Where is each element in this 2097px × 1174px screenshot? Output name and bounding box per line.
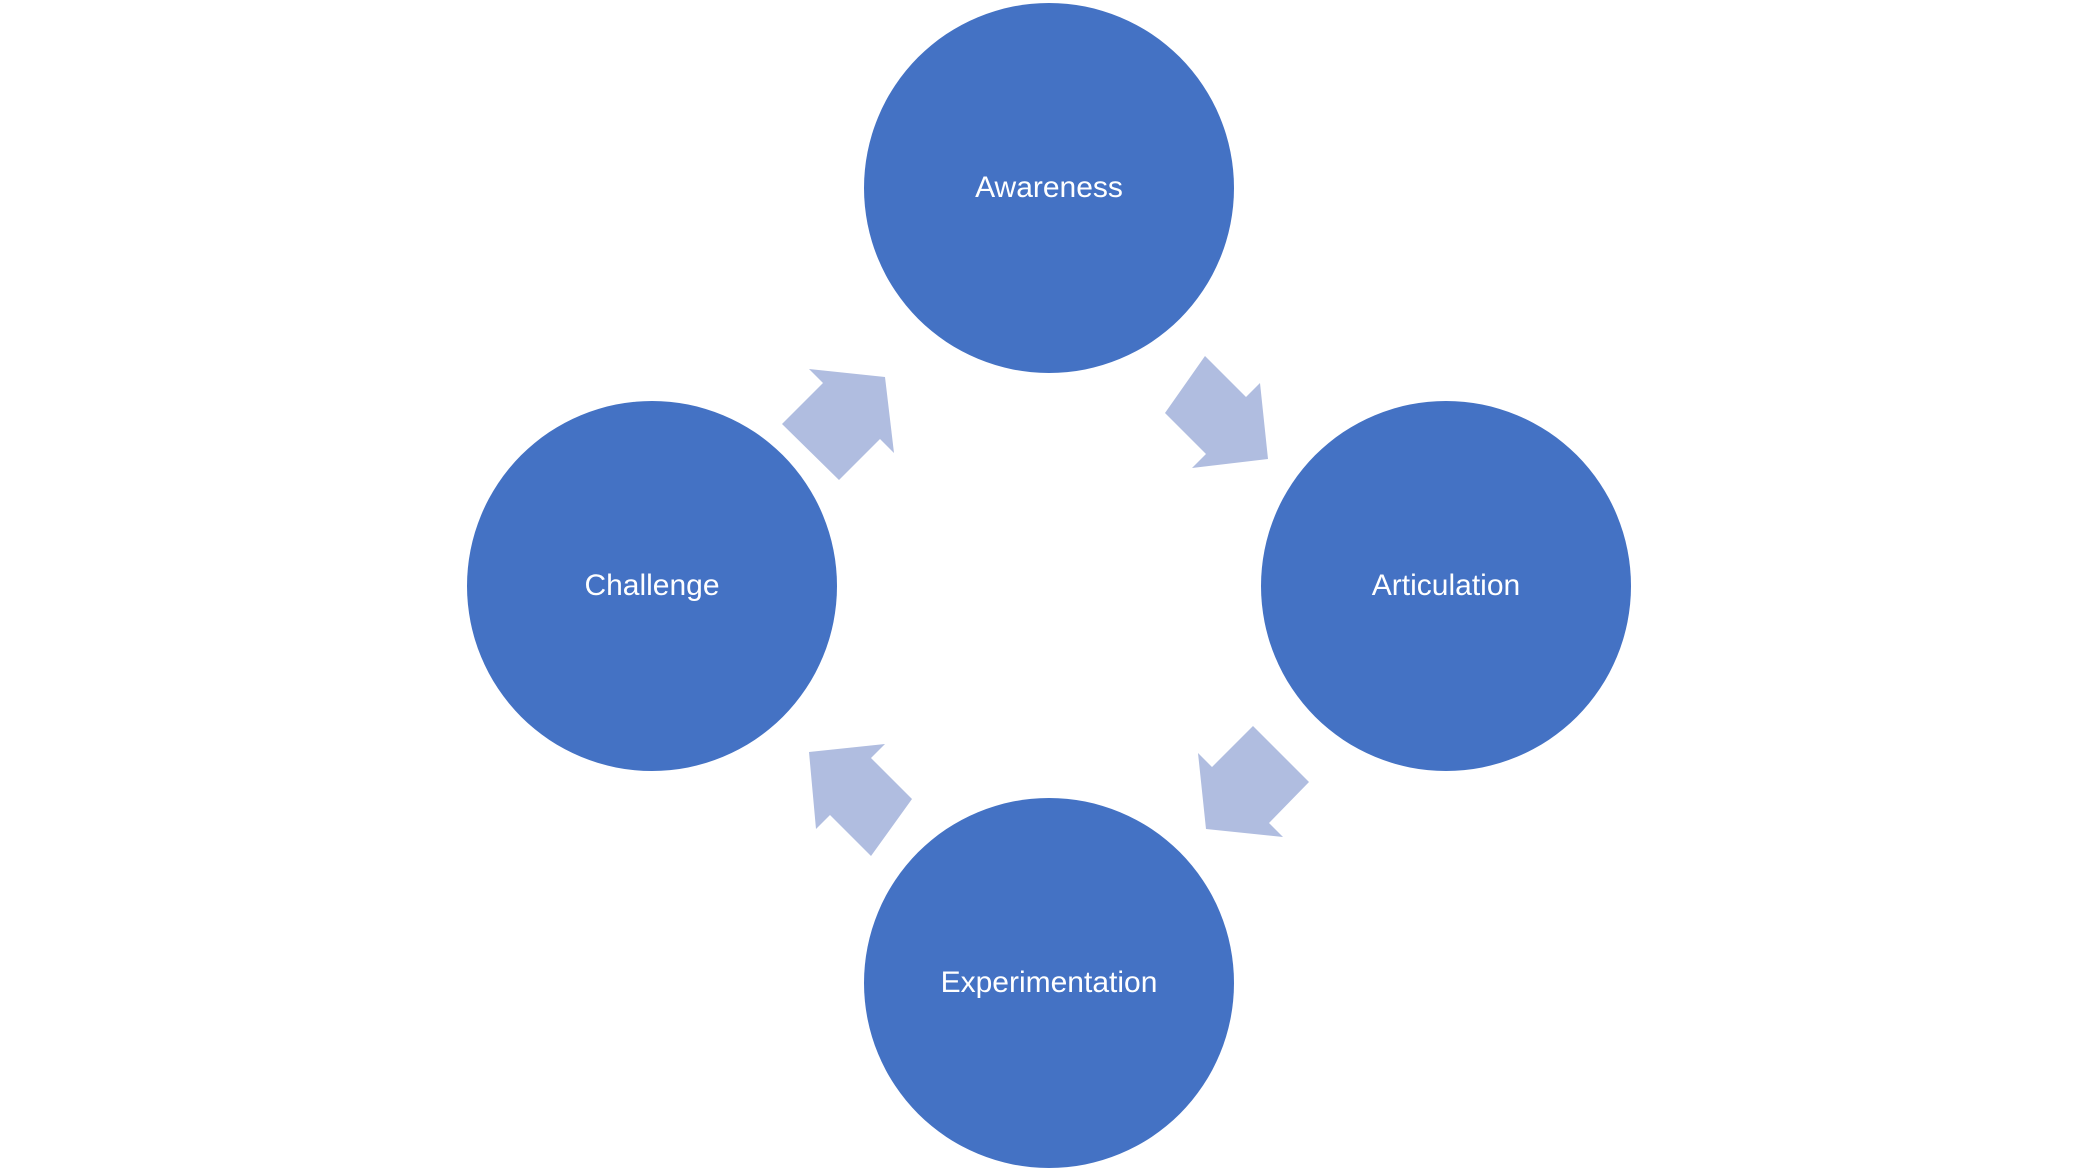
arrow-challenge-to-awareness — [782, 369, 894, 480]
node-experimentation: Experimentation — [864, 798, 1234, 1168]
node-label-awareness: Awareness — [975, 171, 1123, 204]
node-challenge: Challenge — [467, 401, 837, 771]
node-awareness: Awareness — [864, 3, 1234, 373]
arrow-experimentation-to-challenge — [809, 744, 912, 856]
node-articulation: Articulation — [1261, 401, 1631, 771]
node-label-experimentation: Experimentation — [940, 966, 1158, 999]
arrow-awareness-to-articulation — [1165, 356, 1268, 468]
arrow-articulation-to-experimentation — [1198, 726, 1309, 837]
node-label-challenge: Challenge — [584, 569, 720, 602]
node-label-articulation: Articulation — [1371, 569, 1521, 602]
